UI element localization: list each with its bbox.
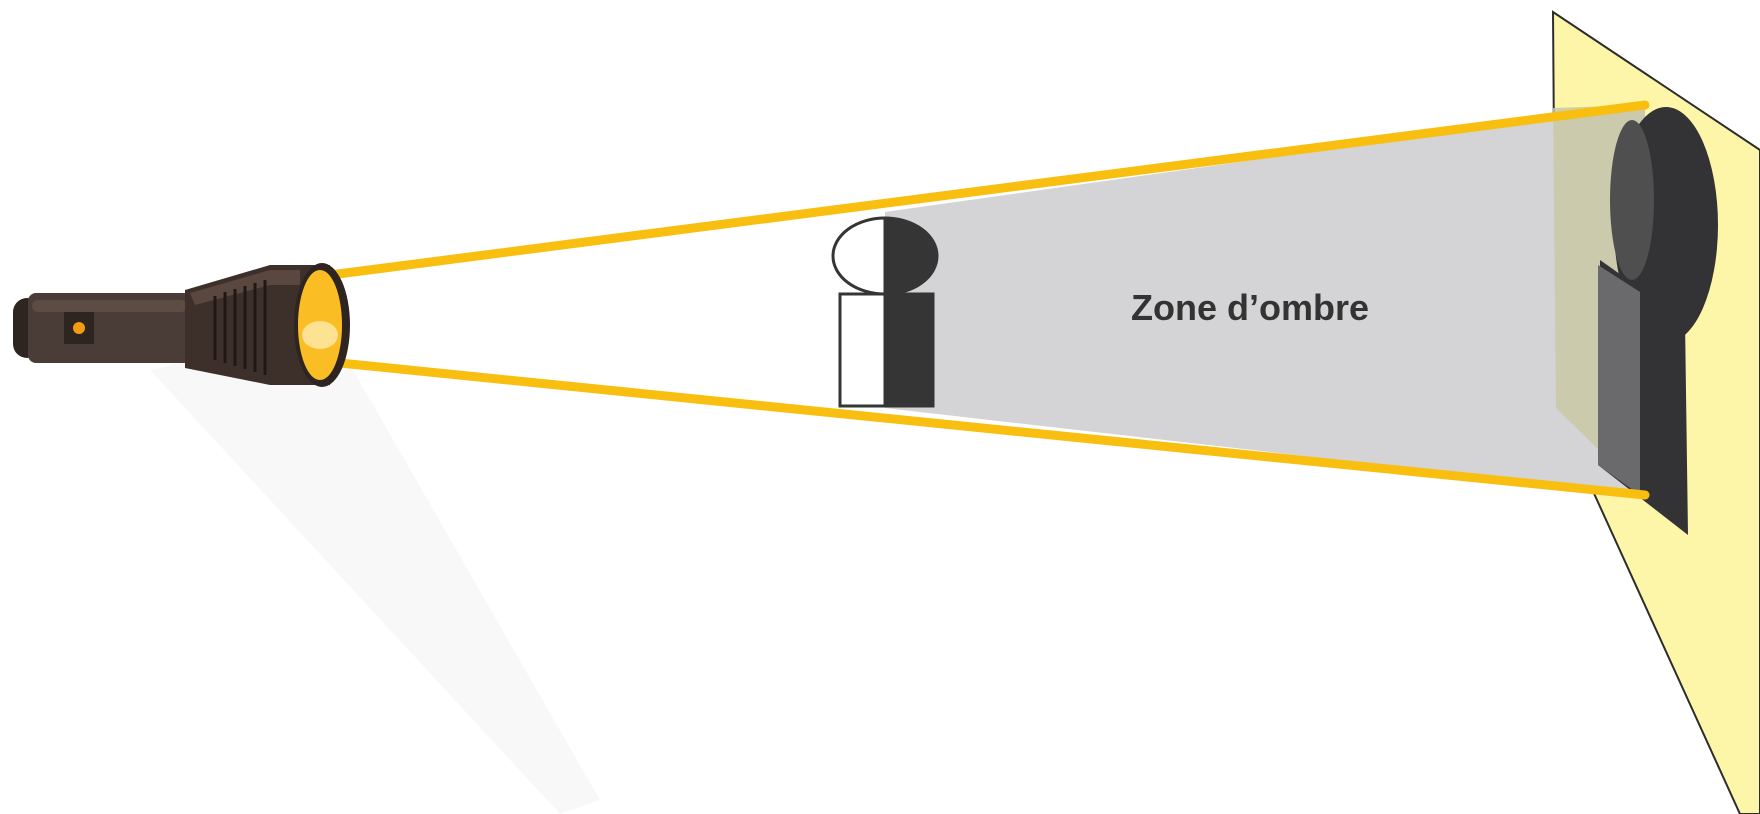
object-head-lit-side bbox=[833, 218, 885, 294]
projected-shadow-body-side bbox=[1598, 265, 1640, 495]
floor-reflection bbox=[150, 330, 600, 814]
shadow-zone-label: Zone d’ombre bbox=[1131, 287, 1369, 328]
opaque-object-icon bbox=[833, 218, 937, 406]
projected-shadow-head-side bbox=[1610, 120, 1654, 280]
object-body-shadow-side bbox=[885, 294, 933, 406]
object-body-lit-side bbox=[840, 294, 885, 406]
flashlight-switch-indicator bbox=[73, 322, 85, 334]
flashlight-handle-highlight bbox=[32, 300, 187, 312]
flashlight-lens-glare bbox=[302, 321, 338, 349]
